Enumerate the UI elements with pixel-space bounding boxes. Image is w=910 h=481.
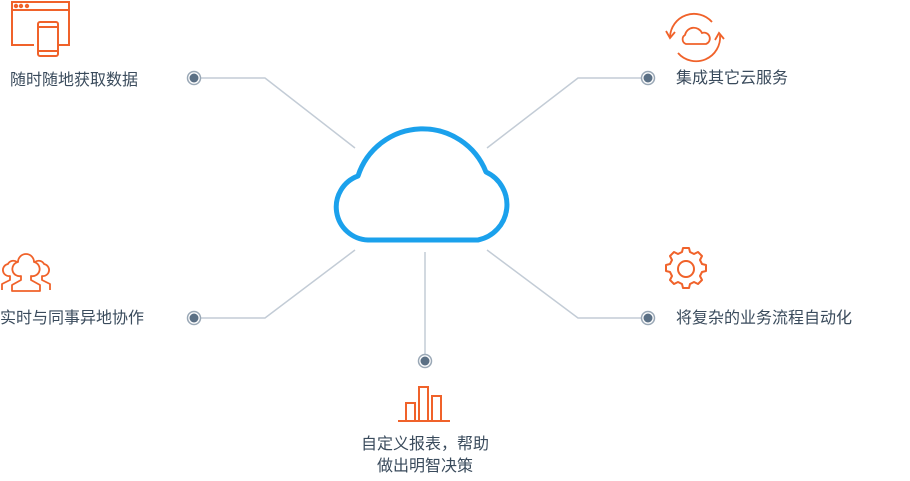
dot-top-left — [186, 70, 202, 86]
gear-icon — [665, 247, 707, 289]
dot-top-right — [640, 70, 656, 86]
browser-mobile-icon — [11, 1, 70, 57]
feature-label-data-access: 随时随地获取数据 — [10, 70, 139, 89]
connector-top-right — [486, 77, 642, 149]
connector-top-left — [200, 77, 356, 149]
feature-label-reports: 自定义报表，帮助 做出明智决策 — [345, 433, 505, 477]
dot-bottom-left — [186, 310, 202, 326]
users-icon — [1, 253, 51, 292]
feature-label-automation: 将复杂的业务流程自动化 — [676, 308, 853, 327]
connector-bottom-right — [486, 249, 642, 319]
dot-bottom-right — [640, 310, 656, 326]
bar-chart-icon — [398, 386, 450, 422]
connector-dots — [186, 70, 656, 369]
feature-label-cloud-integration: 集成其它云服务 — [676, 68, 789, 87]
connector-bottom-left — [200, 249, 356, 319]
central-cloud-icon — [333, 126, 510, 243]
dot-bottom — [417, 353, 433, 369]
connector-lines — [200, 77, 642, 355]
feature-label-reports-line2: 做出明智决策 — [376, 456, 473, 475]
feature-label-reports-line1: 自定义报表，帮助 — [360, 434, 489, 453]
feature-label-collaboration: 实时与同事异地协作 — [0, 308, 145, 327]
cloud-sync-icon — [665, 12, 725, 63]
